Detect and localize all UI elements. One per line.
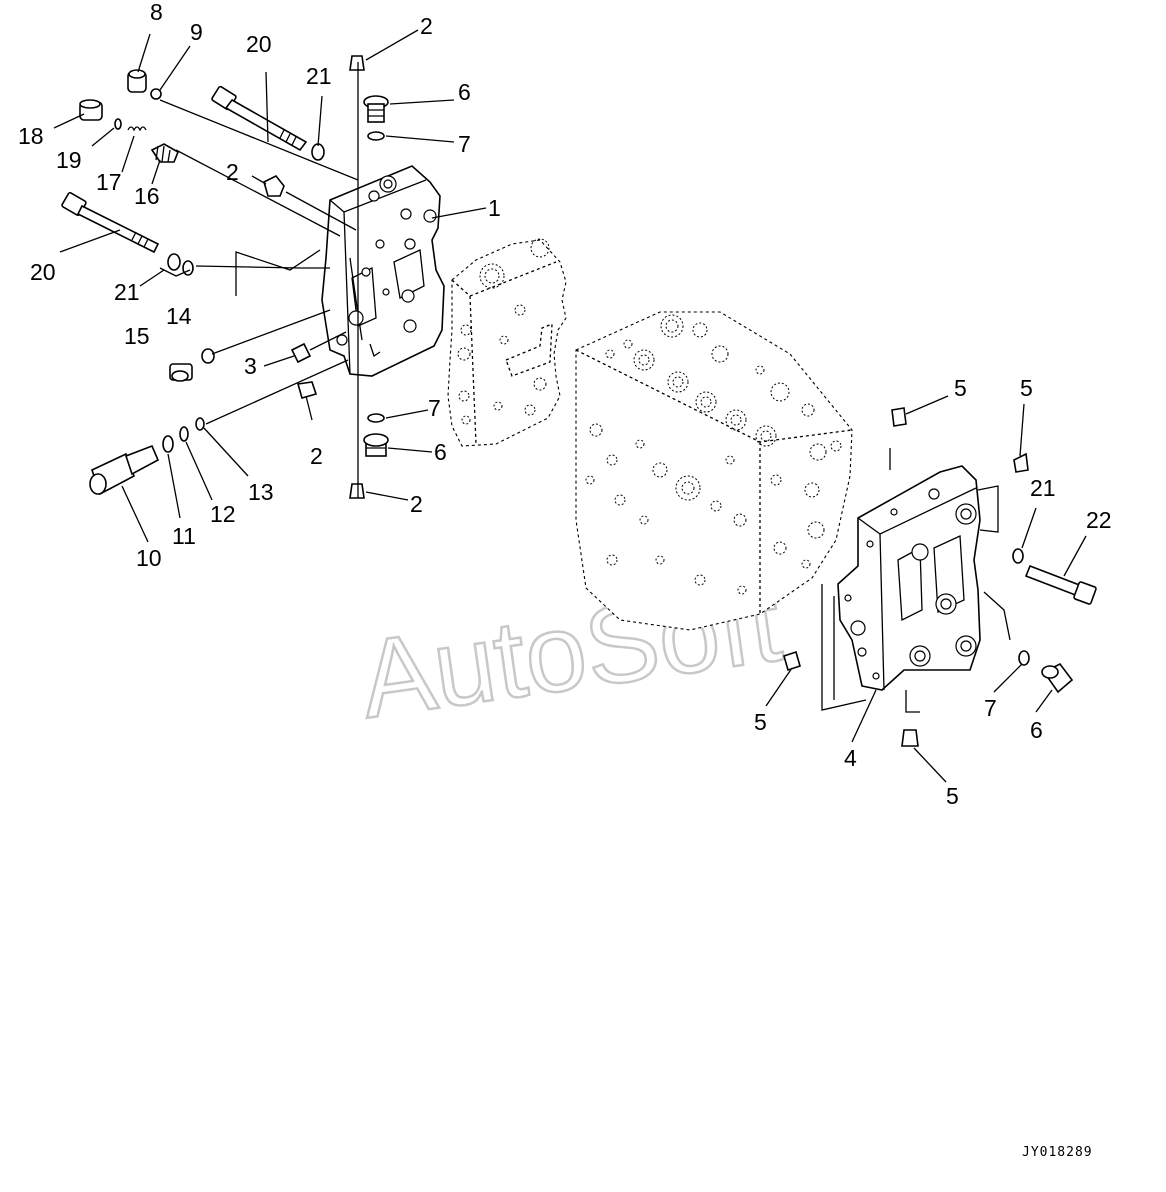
valve-section-4 bbox=[821, 448, 1011, 713]
callout-5-right: 5 bbox=[1020, 375, 1033, 401]
plug-2-top bbox=[349, 55, 365, 71]
washer-14 bbox=[201, 348, 215, 364]
spring-17 bbox=[127, 126, 147, 132]
callout-19: 19 bbox=[56, 147, 82, 173]
plug-6-bottom bbox=[363, 433, 389, 457]
bolt-22 bbox=[1024, 564, 1097, 605]
callout-9: 9 bbox=[190, 19, 203, 45]
callout-5-left: 5 bbox=[754, 709, 767, 735]
callout-6-top: 6 bbox=[458, 79, 471, 105]
plug-6-right bbox=[1041, 662, 1074, 694]
callout-21-lower: 21 bbox=[114, 279, 140, 305]
callout-6-right: 6 bbox=[1030, 717, 1043, 743]
solenoid-valve-10 bbox=[89, 444, 160, 496]
washer-21-lower-a bbox=[167, 253, 181, 271]
callout-18: 18 bbox=[18, 123, 44, 149]
o-ring-13 bbox=[195, 417, 205, 431]
plug-2-left bbox=[263, 174, 285, 197]
o-ring-9 bbox=[150, 88, 162, 100]
washer-21-right bbox=[1012, 548, 1024, 564]
o-ring-12 bbox=[179, 426, 189, 442]
plug-15 bbox=[169, 363, 193, 382]
leader-lines bbox=[53, 29, 1087, 783]
callout-5-bottom: 5 bbox=[946, 783, 959, 809]
plug-5-top bbox=[891, 407, 907, 427]
valve-section-1 bbox=[321, 165, 445, 377]
plug-5-left bbox=[783, 650, 801, 672]
o-ring-7-top bbox=[367, 131, 385, 141]
callout-1: 1 bbox=[488, 195, 501, 221]
callout-2-lower: 2 bbox=[310, 443, 323, 469]
callout-15: 15 bbox=[124, 323, 150, 349]
plug-8 bbox=[127, 69, 147, 93]
callout-22: 22 bbox=[1086, 507, 1112, 533]
valve-main-block bbox=[575, 311, 853, 631]
callout-3: 3 bbox=[244, 353, 257, 379]
plug-2-bottom bbox=[349, 483, 365, 499]
callout-6-middle: 6 bbox=[434, 439, 447, 465]
stem-16 bbox=[150, 143, 180, 163]
o-ring-7-right bbox=[1018, 650, 1030, 666]
callout-5-top: 5 bbox=[954, 375, 967, 401]
bolt-20-lower bbox=[61, 192, 160, 254]
callout-17: 17 bbox=[96, 169, 122, 195]
bolt-20-upper bbox=[211, 85, 308, 152]
callout-7-middle: 7 bbox=[428, 395, 441, 421]
callout-4: 4 bbox=[844, 745, 857, 771]
drawing-code: JY018289 bbox=[1022, 1145, 1093, 1160]
o-ring-11 bbox=[162, 435, 174, 453]
callout-8: 8 bbox=[150, 0, 163, 25]
washer-21-upper bbox=[311, 143, 325, 161]
callout-14: 14 bbox=[166, 303, 192, 329]
plug-18 bbox=[79, 99, 103, 121]
callout-16: 16 bbox=[134, 183, 160, 209]
plug-3 bbox=[290, 342, 312, 364]
callout-12: 12 bbox=[210, 501, 236, 527]
o-ring-19 bbox=[114, 118, 122, 130]
callout-2-top: 2 bbox=[420, 13, 433, 39]
callout-11: 11 bbox=[172, 523, 196, 549]
callout-13: 13 bbox=[248, 479, 274, 505]
callout-7-top: 7 bbox=[458, 131, 471, 157]
callout-2-bottom: 2 bbox=[410, 491, 423, 517]
plug-5-right bbox=[1013, 452, 1029, 473]
o-ring-7-bottom bbox=[367, 413, 385, 423]
callout-20-lower: 20 bbox=[30, 259, 56, 285]
callout-21-upper: 21 bbox=[306, 63, 332, 89]
plug-6-top bbox=[363, 95, 389, 123]
callout-21-right: 21 bbox=[1030, 475, 1056, 501]
callout-10: 10 bbox=[136, 545, 162, 571]
callout-2-left: 2 bbox=[226, 159, 239, 185]
plug-5-bottom bbox=[901, 729, 919, 747]
callout-labels: 8 9 20 21 2 6 7 18 19 17 16 2 1 20 21 14… bbox=[18, 0, 1112, 809]
callout-7-right: 7 bbox=[984, 695, 997, 721]
callout-20-upper: 20 bbox=[246, 31, 272, 57]
plug-2-lower bbox=[296, 381, 318, 399]
valve-section-dashed bbox=[447, 238, 567, 447]
